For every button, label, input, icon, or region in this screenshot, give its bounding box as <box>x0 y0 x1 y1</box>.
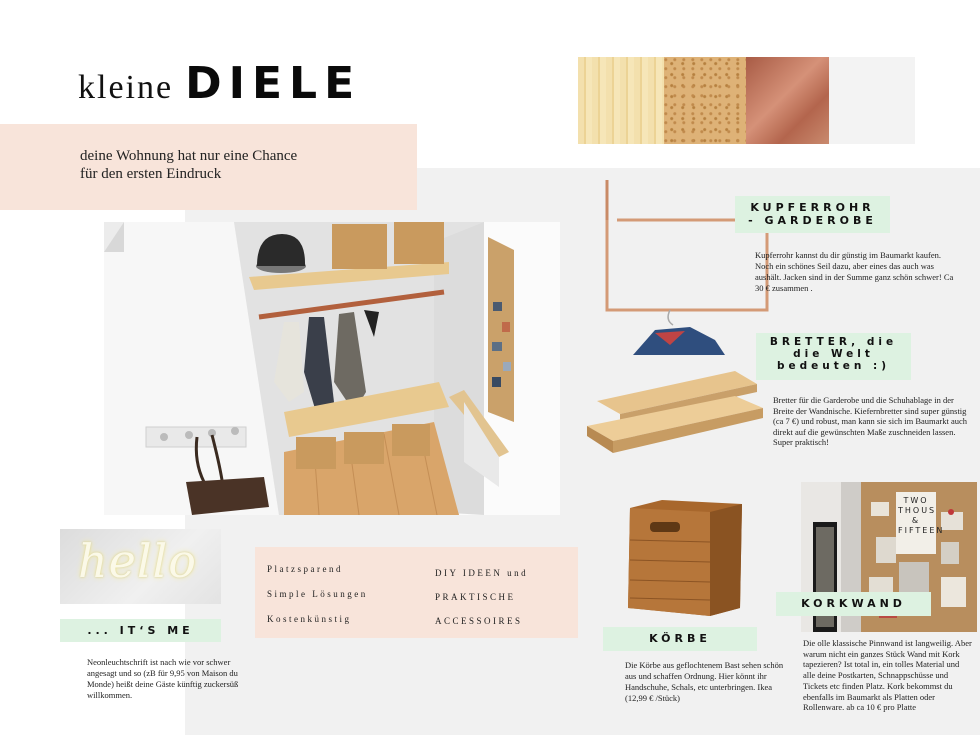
hello-text: Neonleuchtschrift ist nach wie vor schwe… <box>87 657 239 700</box>
hello-label: ... IT‘S ME <box>60 619 221 642</box>
bretter-label: BRETTER, die die Welt bedeuten :) <box>756 333 911 380</box>
feature-right-2: PRAKTISCHE <box>435 592 516 602</box>
kupfer-text: Kupferrohr kannst du dir günstig im Baum… <box>755 250 954 293</box>
page-title: kleine DIELE <box>78 58 362 109</box>
kupfer-title-line-2: - GARDEROBE <box>748 214 877 227</box>
material-swatches <box>578 57 915 144</box>
features-box: Platzsparend Simple Lösungen Kostenkünst… <box>255 547 578 638</box>
koerbe-label: KÖRBE <box>603 627 757 651</box>
kupfer-title-line-1: KUPFERROHR <box>750 201 875 214</box>
title-big: DIELE <box>185 58 362 109</box>
koerbe-title: KÖRBE <box>649 632 711 645</box>
bamboo-swatch <box>578 57 664 144</box>
bretter-title-line-2: die Welt <box>793 348 874 360</box>
boards-image <box>585 366 770 466</box>
bretter-title-line-1: BRETTER, die <box>769 336 898 348</box>
copper-rack-svg <box>605 180 769 355</box>
bretter-text: Bretter für die Garderobe und die Schuha… <box>773 395 968 447</box>
korkwand-text: Die olle klassische Pinnwand ist langwei… <box>803 638 972 713</box>
cork-swatch <box>664 57 746 144</box>
feature-left-3: Kostenkünstig <box>267 614 352 624</box>
hallway-render <box>104 222 560 515</box>
title-small: kleine <box>78 69 174 106</box>
hello-title: ... IT‘S ME <box>87 624 194 637</box>
copper-swatch <box>746 57 829 144</box>
korkwand-label: KORKWAND <box>776 592 931 616</box>
subtitle-line-2: für den ersten Eindruck <box>80 166 222 182</box>
feature-right-3: ACCESSOIRES <box>435 616 523 626</box>
subtitle-line-1: deine Wohnung hat nur eine Chance <box>80 148 298 164</box>
kupfer-label: KUPFERROHR - GARDEROBE <box>735 196 890 233</box>
feature-left-1: Platzsparend <box>267 564 343 574</box>
bretter-title-line-3: bedeuten :) <box>776 360 891 372</box>
boards-svg <box>587 371 763 453</box>
feature-right-1: DIY IDEEN und <box>435 568 529 578</box>
feature-left-2: Simple Lösungen <box>267 589 368 599</box>
white-swatch <box>829 57 915 144</box>
hello-neon-image: hello <box>60 529 221 604</box>
corkboard-svg <box>801 482 977 632</box>
copper-rack-image <box>595 175 775 360</box>
hallway-render-svg <box>104 222 560 515</box>
korkwand-title: KORKWAND <box>801 597 906 610</box>
basket-image <box>622 500 744 618</box>
neon-text: hello <box>78 534 197 588</box>
corkboard-photo: TWO THOUS & FIFTEEN <box>801 482 977 632</box>
basket-svg <box>628 500 742 616</box>
corkboard-letters: TWO THOUS & FIFTEEN <box>898 496 945 535</box>
subtitle-box: deine Wohnung hat nur eine Chance für de… <box>0 124 417 210</box>
koerbe-text: Die Körbe aus geflochtenem Bast sehen sc… <box>625 660 784 703</box>
